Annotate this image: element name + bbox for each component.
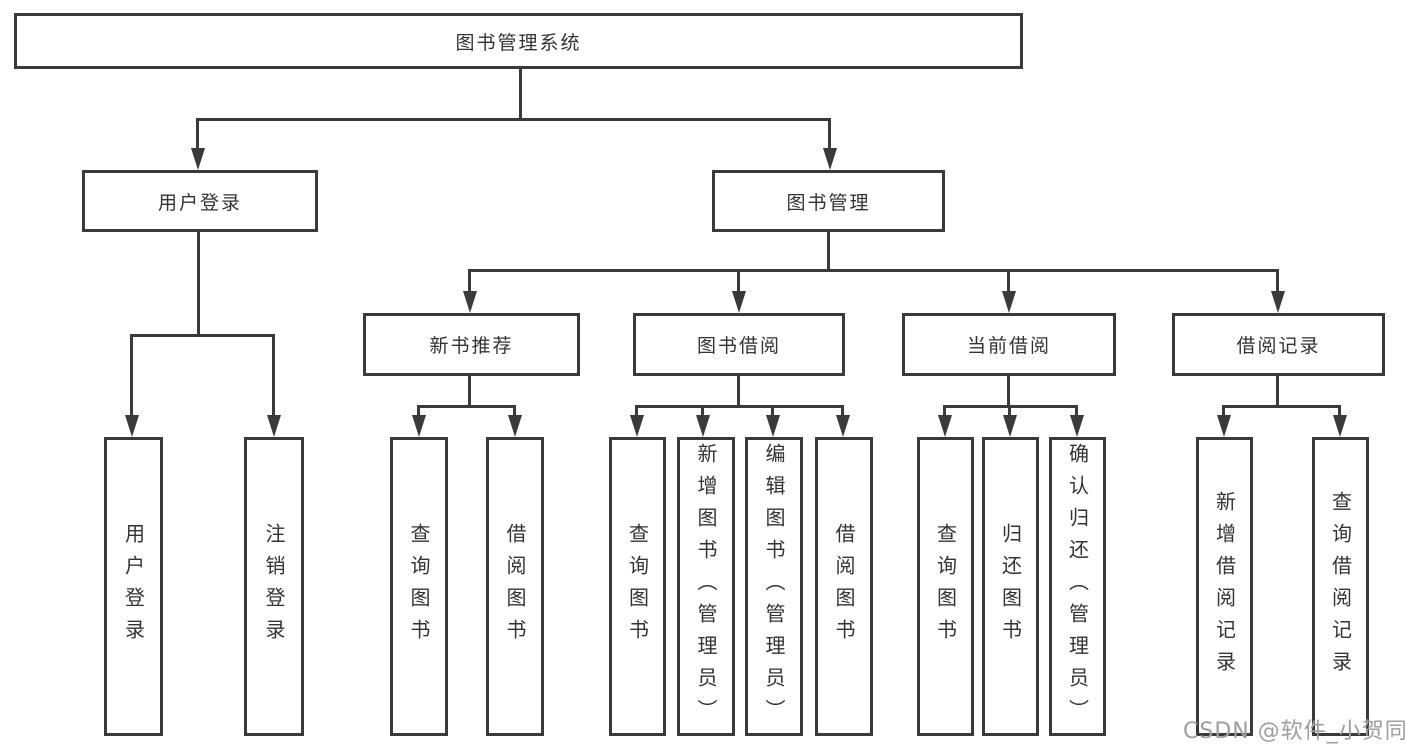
arrowhead-icon [1217,415,1231,437]
arrowhead-icon [836,415,850,437]
arrowhead-icon [267,415,281,437]
connector-line [701,405,704,418]
node-current-borrowing: 当前借阅 [902,313,1116,376]
leaf-user-login: 用户登录 [104,437,163,736]
arrowhead-icon [630,415,644,437]
arrowhead-icon [412,415,426,437]
leaf-borrow-books: 借阅图书 [815,437,873,736]
connector-line [1007,269,1010,293]
connector-line [1007,374,1010,408]
connector-line [1276,374,1279,408]
arrowhead-icon [191,148,205,170]
leaf-confirm-return-admin: 确认归还（管理员） [1049,437,1106,736]
leaf-add-borrow-record: 新增借阅记录 [1196,437,1253,736]
csdn-watermark: CSDN @软件_小贺同学 [1183,719,1405,744]
connector-line [827,231,830,272]
connector-line [1276,269,1279,293]
connector-line [130,334,133,416]
leaf-add-books-admin: 新增图书（管理员） [677,437,735,736]
connector-line [635,405,638,418]
connector-line [737,374,740,408]
connector-line [417,405,516,408]
arrowhead-icon [508,415,522,437]
node-book-borrowing: 图书借阅 [633,313,845,376]
leaf-return-books: 归还图书 [982,437,1039,736]
connector-line [635,405,844,408]
node-user-login: 用户登录 [82,170,318,232]
leaf-current-query-books: 查询图书 [917,437,974,736]
arrowhead-icon [1271,291,1285,313]
connector-line [1222,405,1341,408]
leaf-recommend-borrow-books: 借阅图书 [486,437,544,736]
connector-line [196,118,831,121]
connector-line [737,269,740,293]
leaf-logout: 注销登录 [244,437,304,736]
leaf-recommend-query-books: 查询图书 [390,437,448,736]
arrowhead-icon [463,291,477,313]
connector-line [513,405,516,418]
node-new-book-recommend: 新书推荐 [363,313,580,376]
arrowhead-icon [125,415,139,437]
arrowhead-icon [766,415,780,437]
root-node-library-system: 图书管理系统 [14,13,1023,69]
connector-line [468,269,1279,272]
connector-line [828,118,831,151]
leaf-borrowing-query-books: 查询图书 [609,437,666,736]
arrowhead-icon [1003,415,1017,437]
arrowhead-icon [938,415,952,437]
leaf-query-borrow-record: 查询借阅记录 [1312,437,1369,736]
connector-line [468,269,471,293]
node-book-management: 图书管理 [712,170,945,232]
connector-line [1338,405,1341,418]
arrowhead-icon [1333,415,1347,437]
arrowhead-icon [696,415,710,437]
connector-line [197,231,200,337]
connector-line [1008,405,1011,418]
connector-line [417,405,420,418]
connector-line [771,405,774,418]
connector-line [272,334,275,416]
connector-line [943,405,946,418]
connector-line [519,68,522,120]
arrowhead-icon [1002,291,1016,313]
connector-line [196,118,199,151]
arrowhead-icon [1070,415,1084,437]
connector-line [1075,405,1078,418]
connector-line [1222,405,1225,418]
connector-line [130,334,275,337]
node-borrowing-records: 借阅记录 [1172,313,1385,376]
arrowhead-icon [732,291,746,313]
leaf-edit-books-admin: 编辑图书（管理员） [745,437,803,736]
connector-line [468,374,471,408]
connector-line [841,405,844,418]
arrowhead-icon [823,148,837,170]
